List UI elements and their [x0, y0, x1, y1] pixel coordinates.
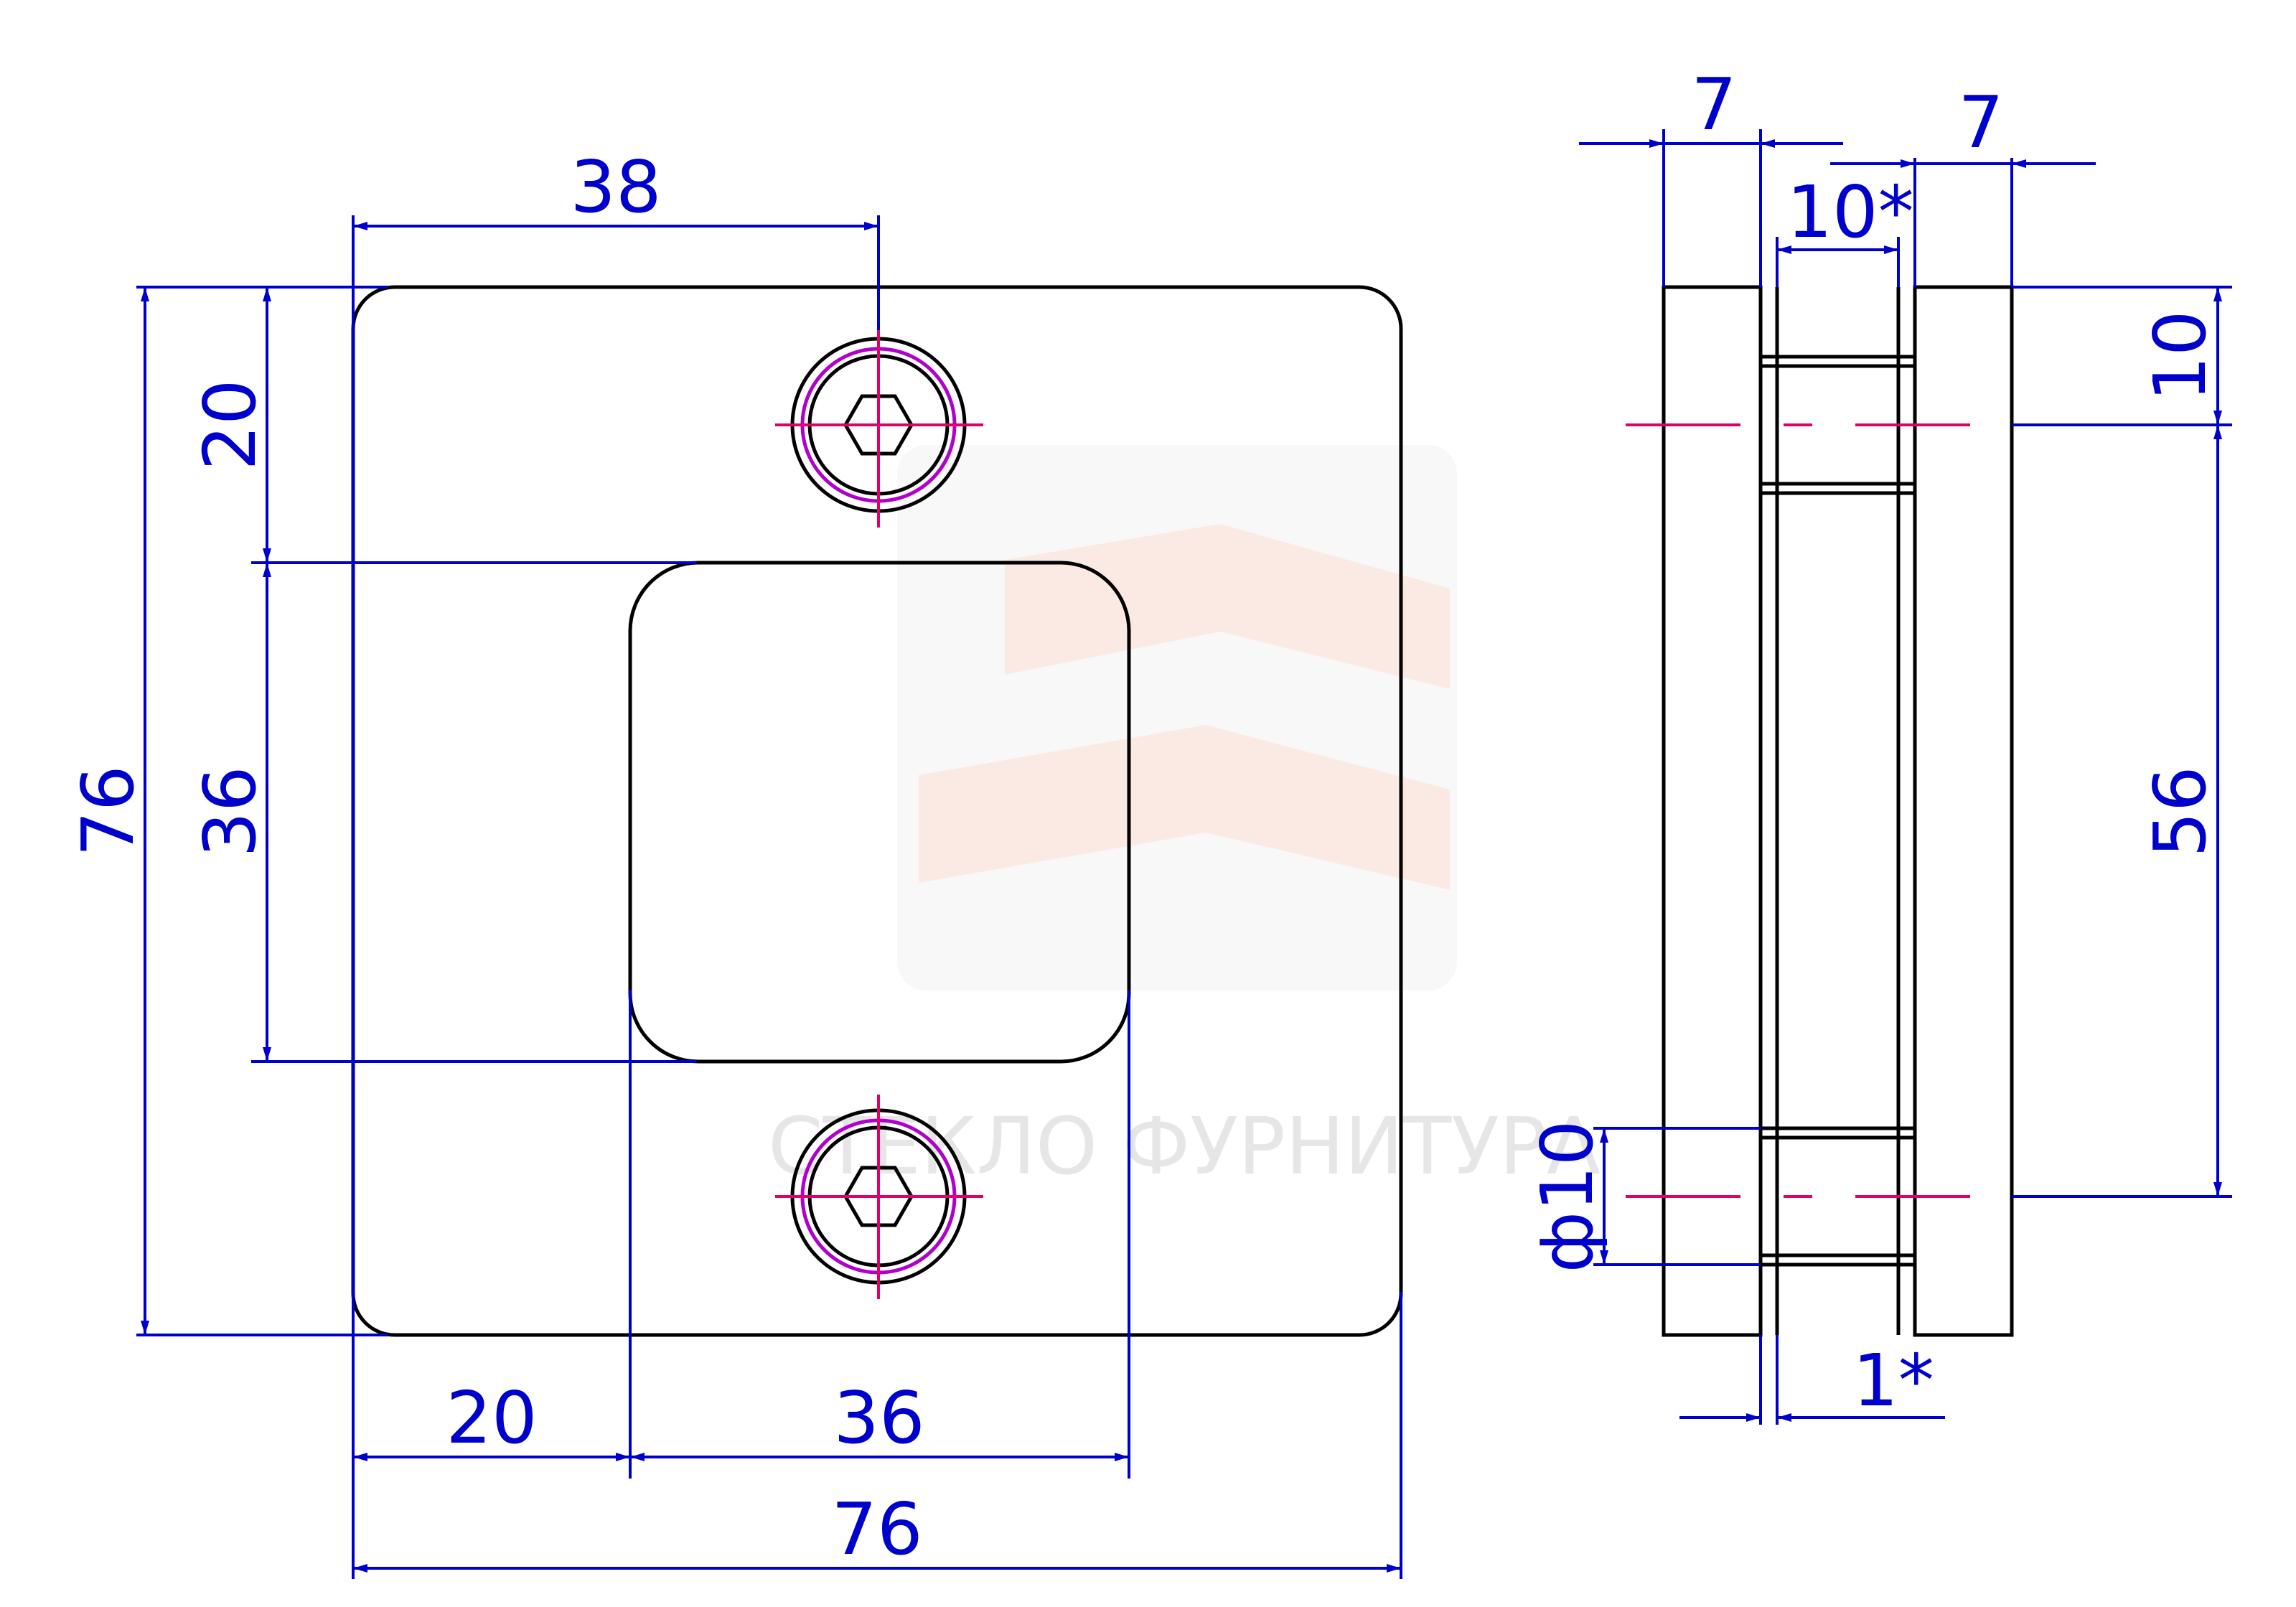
- side-dimensions: [1579, 129, 2232, 1425]
- dim-gap: 10*: [1786, 170, 1913, 254]
- left-plate: [1662, 285, 1763, 1337]
- dim-left-plate: 7: [1691, 62, 1737, 146]
- dim-hole-diameter: ф10: [1525, 1120, 1609, 1273]
- dim-hole-offset-x: 38: [570, 145, 661, 229]
- side-view: [1662, 285, 2014, 1337]
- front-dimensions: [136, 215, 1402, 1579]
- dim-hole-offset-y: 20: [188, 379, 272, 470]
- dim-overall-width: 76: [831, 1487, 922, 1571]
- dim-hole-from-top: 10: [2138, 310, 2222, 401]
- watermark-logo: [897, 445, 1457, 990]
- dim-hole-spacing: 56: [2138, 766, 2222, 857]
- dim-gasket: 1*: [1852, 1339, 1934, 1423]
- dim-window-left-offset: 20: [446, 1376, 537, 1460]
- center-window: [628, 561, 1131, 1064]
- dim-overall-height: 76: [66, 765, 150, 856]
- right-plate: [1913, 285, 2014, 1337]
- dim-window-width: 36: [833, 1376, 924, 1460]
- dim-right-plate: 7: [1958, 80, 2004, 164]
- watermark-text: СТЕКЛО ФУРНИТУРА: [768, 1100, 1601, 1192]
- dim-window-height: 36: [188, 766, 272, 857]
- side-centerlines: [1626, 423, 2053, 1198]
- front-centerlines: [775, 323, 983, 1299]
